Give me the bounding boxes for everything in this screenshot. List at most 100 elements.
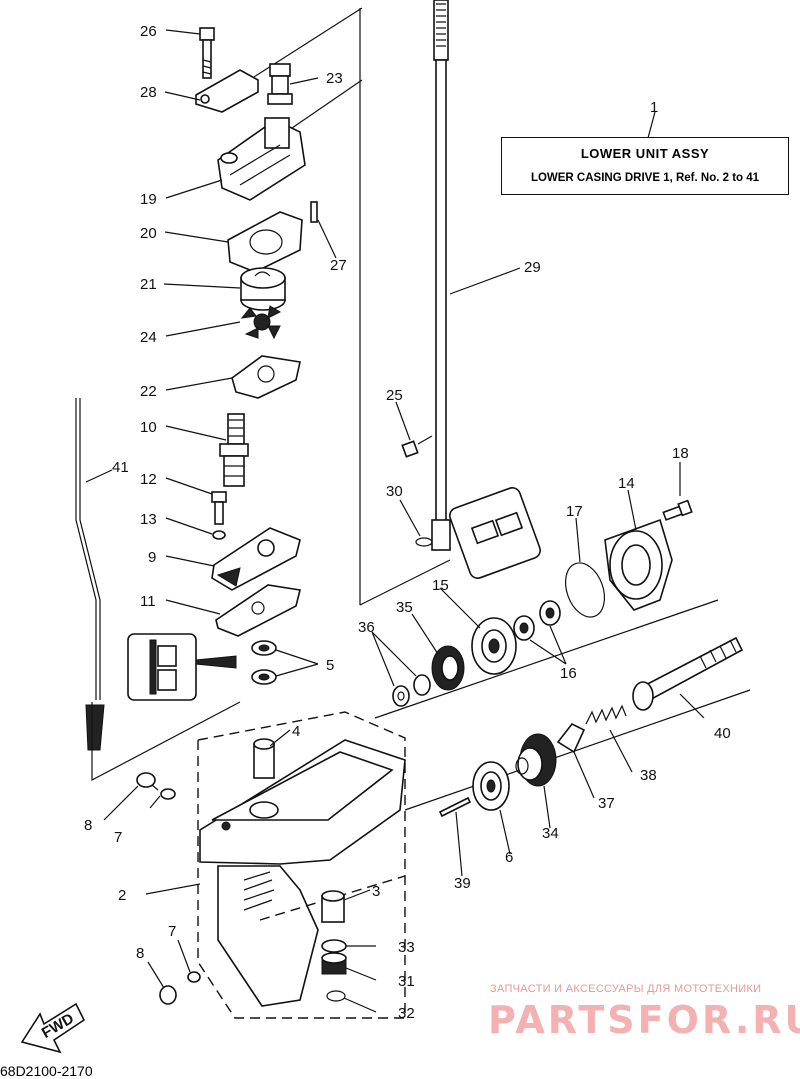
part-3-bushing[interactable] [321,890,345,923]
callout-37: 37 [598,795,615,812]
callout-35: 35 [396,599,413,616]
part-7-washer-upper[interactable] [160,788,176,800]
part-8-screw-upper[interactable] [136,772,159,791]
part-17-o-ring[interactable] [559,558,612,623]
propeller-shaft-boundary [374,599,751,811]
callout-21: 21 [140,276,157,293]
part-40-propeller-shaft[interactable] [632,636,744,711]
callout-32: 32 [398,1005,415,1022]
callout-27: 27 [330,257,347,274]
callout-7-upper: 7 [114,829,122,846]
callout-29: 29 [524,259,541,276]
callout-1: 1 [650,99,658,116]
callout-30: 30 [386,483,403,500]
assembly-subtitle: LOWER CASING DRIVE 1, Ref. No. 2 to 41 [530,172,760,184]
watermark-brand: PARTSFOR.RU [488,998,800,1042]
part-4-collar[interactable] [253,738,275,779]
callout-4: 4 [292,723,300,740]
part-11-gasket[interactable] [215,584,301,637]
callout-20: 20 [140,225,157,242]
callout-24: 24 [140,329,157,346]
callout-36: 36 [358,619,375,636]
callout-19: 19 [140,191,157,208]
part-10-tube-guide[interactable] [219,413,249,487]
callout-12: 12 [140,471,157,488]
part-25-pin[interactable] [401,435,433,458]
part-9-cover[interactable] [211,527,301,591]
diagram-code: 68D2100-2170 [0,1063,93,1079]
watermark-tagline: ЗАПЧАСТИ И АКСЕССУАРЫ ДЛЯ МОТОТЕХНИКИ [490,983,762,995]
part-2-lower-casing[interactable] [199,739,406,1007]
part-23-fitting[interactable] [267,63,293,105]
part-26-bolt[interactable] [199,27,215,79]
callout-18: 18 [672,445,689,462]
callout-15: 15 [432,577,449,594]
callout-17: 17 [566,503,583,520]
callout-5: 5 [326,657,334,674]
part-12-bolt[interactable] [211,491,227,525]
callout-25: 25 [386,387,403,404]
part-32-circlip[interactable] [326,990,346,1002]
fwd-arrow: FWD [20,1002,86,1054]
callout-2: 2 [118,887,126,904]
drive-shaft-boundary-line [91,701,241,781]
part-20-gasket[interactable] [227,211,303,273]
bearing-detail-inset [449,487,541,579]
part-27-pin[interactable] [310,201,318,223]
callout-9: 9 [148,549,156,566]
part-37-dog-clutch[interactable] [556,722,586,754]
part-36-shims[interactable] [392,674,431,707]
part-7-washer-lower[interactable] [187,971,201,983]
part-5-oil-seals[interactable] [251,640,277,685]
part-38-spring[interactable] [585,704,627,725]
callout-14: 14 [618,475,635,492]
part-21-liner[interactable] [240,267,286,311]
assembly-title: LOWER UNIT ASSY [580,146,710,161]
part-33-washer[interactable] [321,939,347,953]
part-14-bearing-housing[interactable] [604,518,673,611]
part-31-needle-bearing[interactable] [321,952,347,975]
part-41-shift-rod[interactable] [75,398,105,751]
part-8-screw-lower[interactable] [159,985,177,1005]
part-24-impeller[interactable] [240,305,282,340]
part-28-plate[interactable] [195,69,259,113]
callout-38: 38 [640,767,657,784]
callout-labels: 1 26 28 23 19 20 27 21 24 22 10 12 13 9 … [84,23,731,1022]
part-30-circlip[interactable] [415,537,433,547]
part-13-washer[interactable] [212,530,226,540]
callout-11: 11 [140,593,156,610]
part-34-forward-gear[interactable] [515,733,557,787]
part-35-pinion-gear[interactable] [431,645,465,691]
leader-lines [85,29,705,1013]
part-29-drive-shaft[interactable] [431,0,451,551]
lower-casing-boundary [197,711,406,1019]
part-39-pin[interactable] [438,796,472,818]
callout-3: 3 [372,883,380,900]
callout-31: 31 [398,973,415,990]
callout-8-upper: 8 [84,817,92,834]
assembly-title-box: LOWER UNIT ASSY LOWER CASING DRIVE 1, Re… [501,137,789,195]
callout-33: 33 [398,939,415,956]
callout-13: 13 [140,511,157,528]
callout-40: 40 [714,725,731,742]
callout-10: 10 [140,419,157,436]
part-19-pump-housing[interactable] [217,117,306,201]
seal-detail-inset [127,633,237,701]
callout-6: 6 [505,849,513,866]
part-16-bearing-rings[interactable] [513,600,561,641]
callout-16: 16 [560,665,577,682]
callout-22: 22 [140,383,157,400]
callout-23: 23 [326,70,343,87]
part-18-bolt[interactable] [662,499,693,521]
callout-41: 41 [112,459,129,476]
part-22-plate[interactable] [231,355,301,399]
part-6-bearing[interactable] [472,761,510,811]
callout-28: 28 [140,84,157,101]
callout-26: 26 [140,23,157,40]
callout-39: 39 [454,875,471,892]
callout-34: 34 [542,825,559,842]
callout-7-lower: 7 [168,923,176,940]
callout-8-lower: 8 [136,945,144,962]
part-15-bearing[interactable] [471,617,517,675]
